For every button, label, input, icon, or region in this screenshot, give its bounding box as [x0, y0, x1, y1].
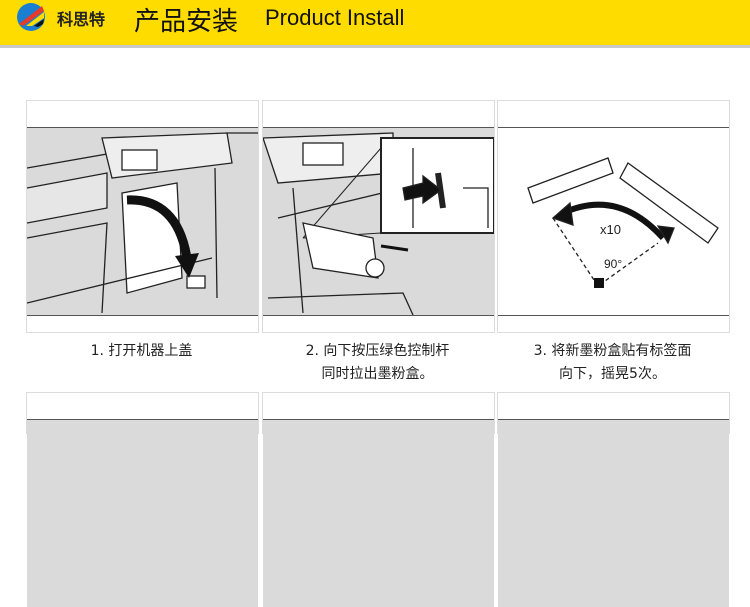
- page-title-cn: 产品安装: [134, 7, 239, 37]
- step-2-caption: 2. 向下按压绿色控制杆 同时拉出墨粉盒。: [260, 340, 495, 386]
- step-4-panel: [26, 392, 259, 607]
- step-3-illustration: x10 90°: [498, 127, 729, 316]
- step-1-illustration: [27, 127, 258, 316]
- caption-line: 同时拉出墨粉盒。: [321, 366, 434, 382]
- step-3-caption: 3. 将新墨粉盒贴有标签面 向下，摇晃5次。: [495, 340, 730, 386]
- shake-count-label: x10: [600, 222, 621, 237]
- step-1-caption: 1. 打开机器上盖: [24, 340, 259, 363]
- step-4-illustration: [27, 419, 258, 607]
- caption-line: 1. 打开机器上盖: [90, 343, 193, 359]
- step-3-panel: x10 90°: [497, 100, 730, 333]
- step-6-illustration: [498, 419, 729, 607]
- step-2-illustration: [263, 127, 494, 316]
- brand-name: 科思特: [57, 10, 106, 29]
- page-title-en: Product Install: [265, 5, 405, 30]
- step-5-panel: [262, 392, 495, 607]
- caption-line: 向下，摇晃5次。: [559, 366, 666, 382]
- step-6-panel: [497, 392, 730, 607]
- caption-line: 3. 将新墨粉盒贴有标签面: [533, 343, 692, 359]
- step-5-illustration: [263, 419, 494, 607]
- caption-line: 2. 向下按压绿色控制杆: [305, 343, 450, 359]
- angle-label: 90°: [604, 257, 622, 271]
- step-1-panel: [26, 100, 259, 333]
- header-banner: 科思特 产品安装 Product Install: [0, 0, 750, 48]
- kst-logo: [14, 2, 48, 31]
- step-2-panel: [262, 100, 495, 333]
